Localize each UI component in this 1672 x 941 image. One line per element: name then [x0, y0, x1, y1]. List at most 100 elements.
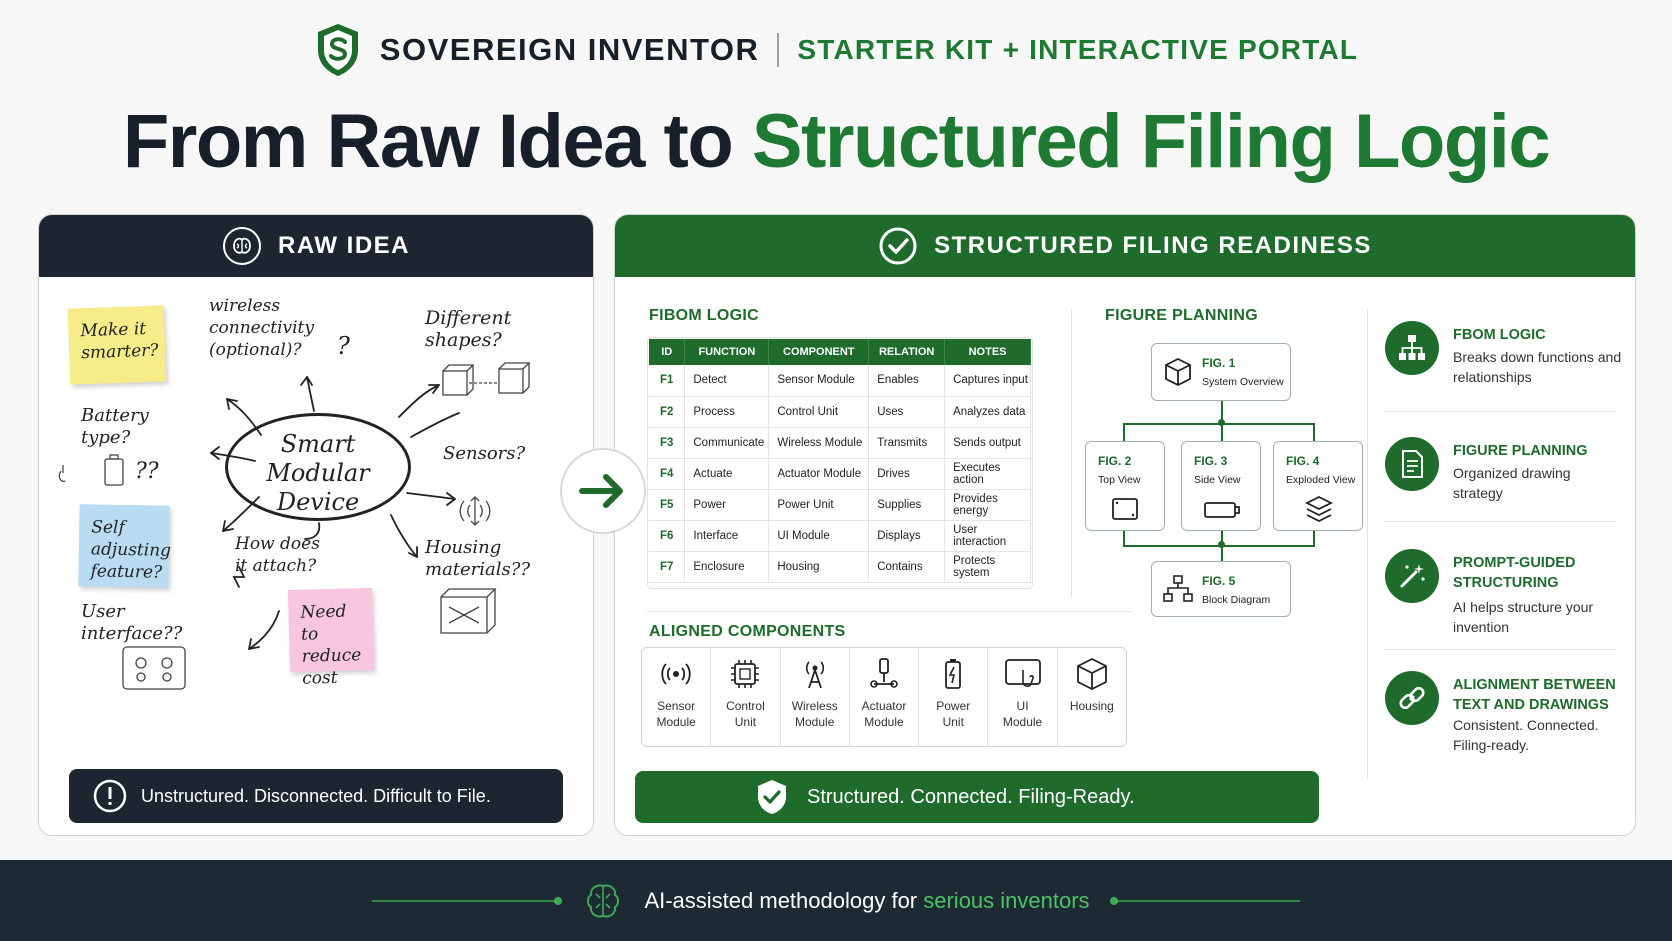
- component-label-1: Control: [726, 699, 765, 713]
- fig-3-label: FIG. 3: [1194, 454, 1228, 468]
- arrow-right-icon: [579, 474, 623, 508]
- cell-id: F2: [649, 396, 686, 428]
- document-icon: [1402, 450, 1423, 478]
- antenna-icon: [805, 661, 824, 689]
- feature-icon-circle: [1385, 671, 1439, 725]
- component-label-1: Wireless: [791, 699, 838, 713]
- feature-icon-circle: [1385, 549, 1439, 603]
- divider-fibom-figures: [1071, 309, 1072, 597]
- feature-title: FIGURE PLANNING: [1453, 443, 1588, 459]
- fig-connector: [1313, 423, 1315, 441]
- cell-notes: User interaction: [944, 520, 1031, 552]
- cell-id: F6: [649, 520, 686, 552]
- feature-icon-circle: [1385, 437, 1439, 491]
- divider-fibom-aligned: [647, 611, 1131, 612]
- sticky-note-smarter: Make it smarter?: [67, 305, 167, 385]
- title-part-2: Structured Filing Logic: [751, 99, 1551, 184]
- brand-tagline: STARTER KIT + INTERACTIVE PORTAL: [797, 34, 1359, 65]
- feature-figure-planning: FIGURE PLANNING Organized drawing strate…: [1385, 437, 1615, 517]
- fibom-header-row: ID FUNCTION COMPONENT RELATION NOTES: [649, 339, 1031, 365]
- cell-component: UI Module: [768, 520, 870, 552]
- page-footer: AI-assisted methodology for serious inve…: [0, 860, 1672, 941]
- square-icon: [1112, 498, 1138, 520]
- link-icon: [1399, 686, 1425, 710]
- feature-divider: [1385, 411, 1615, 412]
- brand-name: SOVEREIGN INVENTOR: [379, 32, 760, 67]
- fig-2-top-view: FIG. 2 Top View: [1085, 441, 1165, 531]
- scribble-sensors: Sensors?: [443, 443, 526, 464]
- footer-line-left: [372, 896, 563, 905]
- divider-figures-features: [1367, 309, 1368, 779]
- component-power-unit: Power Unit: [919, 648, 989, 746]
- component-label-2: Module: [795, 715, 835, 729]
- feature-desc: AI helps structure your invention: [1453, 599, 1594, 635]
- component-wireless-module: Wireless Module: [781, 648, 850, 746]
- raw-idea-status-text: Unstructured. Disconnected. Difficult to…: [141, 785, 491, 806]
- fig-2-caption: Top View: [1098, 474, 1141, 486]
- scribble-housing: Housing materials??: [425, 537, 531, 580]
- page-title: From Raw Idea to Structured Filing Logic: [0, 98, 1672, 185]
- feature-title: PROMPT-GUIDED STRUCTURING: [1453, 555, 1576, 591]
- box-icon: [1076, 657, 1107, 691]
- aligned-components-title: ALIGNED COMPONENTS: [649, 623, 846, 640]
- fibom-col-relation: RELATION: [868, 339, 946, 365]
- cell-relation: Drives: [868, 458, 946, 490]
- raw-idea-title: RAW IDEA: [278, 232, 410, 259]
- component-housing: Housing: [1058, 648, 1126, 746]
- cell-notes: Sends output: [944, 427, 1031, 459]
- fig-1-system-overview: FIG. 1 System Overview: [1151, 343, 1291, 401]
- sticky-note-reduce-cost: Need to reduce cost: [287, 587, 375, 689]
- cell-function: Interface: [684, 520, 770, 552]
- transition-arrow: [560, 448, 646, 534]
- footer-line-right: [1109, 896, 1300, 905]
- cell-component: Power Unit: [768, 489, 870, 521]
- brain-icon: [223, 227, 261, 265]
- raw-idea-panel: RAW IDEA: [38, 214, 594, 836]
- fig-3-caption: Side View: [1194, 474, 1241, 486]
- fig-2-label: FIG. 2: [1098, 454, 1132, 468]
- feature-title: FBOM LOGIC: [1453, 327, 1546, 343]
- fig-connector: [1221, 423, 1223, 441]
- aligned-components-row: Sensor Module Control Unit Wireless Modu…: [641, 647, 1127, 747]
- fig-4-caption: Exploded View: [1286, 474, 1356, 486]
- cell-function: Detect: [684, 365, 770, 397]
- check-circle-icon: [879, 227, 917, 265]
- cell-function: Process: [684, 396, 770, 428]
- sticky-note-self-adjusting: Self adjusting feature?: [78, 504, 171, 588]
- cell-relation: Contains: [868, 551, 946, 583]
- fig-4-exploded-view: FIG. 4 Exploded View: [1273, 441, 1363, 531]
- cell-id: F1: [649, 365, 686, 397]
- cell-function: Actuate: [684, 458, 770, 490]
- feature-title: ALIGNMENT BETWEEN TEXT AND DRAWINGS: [1453, 677, 1616, 713]
- cell-function: Communicate: [684, 427, 770, 459]
- component-label-1: Housing: [1069, 699, 1114, 713]
- component-label-2: Module: [1002, 715, 1043, 729]
- fibom-col-notes: NOTES: [944, 339, 1031, 365]
- fig-5-block-diagram: FIG. 5 Block Diagram: [1151, 561, 1291, 617]
- feature-divider: [1385, 649, 1615, 650]
- fig-connector-dot: [1218, 419, 1225, 426]
- cell-component: Control Unit: [768, 396, 870, 428]
- cube-icon: [1165, 357, 1191, 387]
- fig-4-label: FIG. 4: [1286, 454, 1320, 468]
- cell-component: Actuator Module: [768, 458, 870, 490]
- feature-desc: Breaks down functions and relationships: [1453, 349, 1622, 385]
- cell-component: Housing: [768, 551, 870, 583]
- cell-notes: Executes action: [944, 458, 1031, 490]
- alert-icon: [93, 779, 127, 813]
- feature-prompt-guided: PROMPT-GUIDED STRUCTURING AI helps struc…: [1385, 549, 1615, 645]
- fibom-table-frame: [647, 337, 1033, 589]
- brand-separator: [777, 33, 780, 67]
- cell-id: F4: [649, 458, 686, 490]
- footer-text: AI-assisted methodology for serious inve…: [644, 888, 1089, 914]
- cell-notes: Captures input: [944, 365, 1031, 397]
- cell-id: F7: [649, 551, 686, 583]
- cell-relation: Displays: [868, 520, 946, 552]
- feature-desc: Consistent. Connected. Filing-ready.: [1453, 717, 1599, 753]
